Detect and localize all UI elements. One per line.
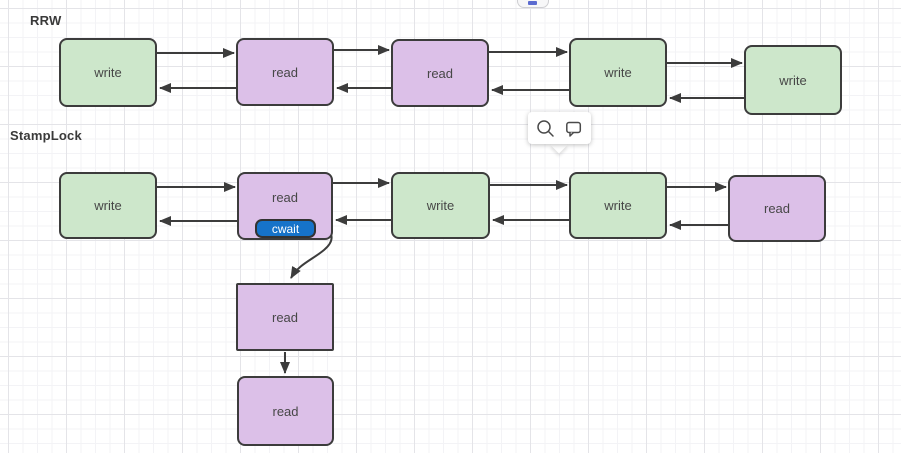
chain-node-read-1[interactable]: read <box>236 283 334 351</box>
stamplock-node-write-1[interactable]: write <box>59 172 157 239</box>
node-label: write <box>426 198 455 213</box>
zoom-icon[interactable] <box>536 118 556 138</box>
rrw-node-write-5[interactable]: write <box>744 45 842 115</box>
node-label: read <box>272 403 299 419</box>
cwait-label: cwait <box>271 221 300 236</box>
blue-glyph-icon <box>528 1 537 5</box>
node-label: write <box>94 65 122 80</box>
shape-hover-toolbar <box>528 112 591 144</box>
rrw-node-read-2[interactable]: read <box>236 38 334 106</box>
node-label: write <box>779 72 807 88</box>
stamplock-node-write-4[interactable]: write <box>569 172 667 239</box>
rrw-node-write-1[interactable]: write <box>59 38 157 107</box>
comment-icon[interactable] <box>564 118 584 138</box>
node-label: read <box>271 64 299 80</box>
stamplock-node-read-5[interactable]: read <box>728 175 826 242</box>
cwait-badge[interactable]: cwait <box>255 219 316 238</box>
canvas-top-button[interactable] <box>517 0 549 8</box>
rrw-node-read-3[interactable]: read <box>391 39 489 107</box>
node-label: write <box>94 198 122 213</box>
stamplock-node-read-2[interactable]: read <box>237 172 333 240</box>
stamplock-node-write-3[interactable]: write <box>391 172 490 239</box>
node-label: write <box>604 198 632 213</box>
rrw-node-write-4[interactable]: write <box>569 38 667 107</box>
rrw-section-label[interactable]: RRW <box>30 13 62 28</box>
node-label: read <box>763 201 791 216</box>
node-label: read <box>271 309 299 325</box>
node-label: write <box>604 65 632 80</box>
chain-node-read-2[interactable]: read <box>237 376 334 446</box>
node-label: read <box>426 65 454 81</box>
stamplock-section-label[interactable]: StampLock <box>10 128 82 143</box>
node-label: read <box>271 189 299 205</box>
